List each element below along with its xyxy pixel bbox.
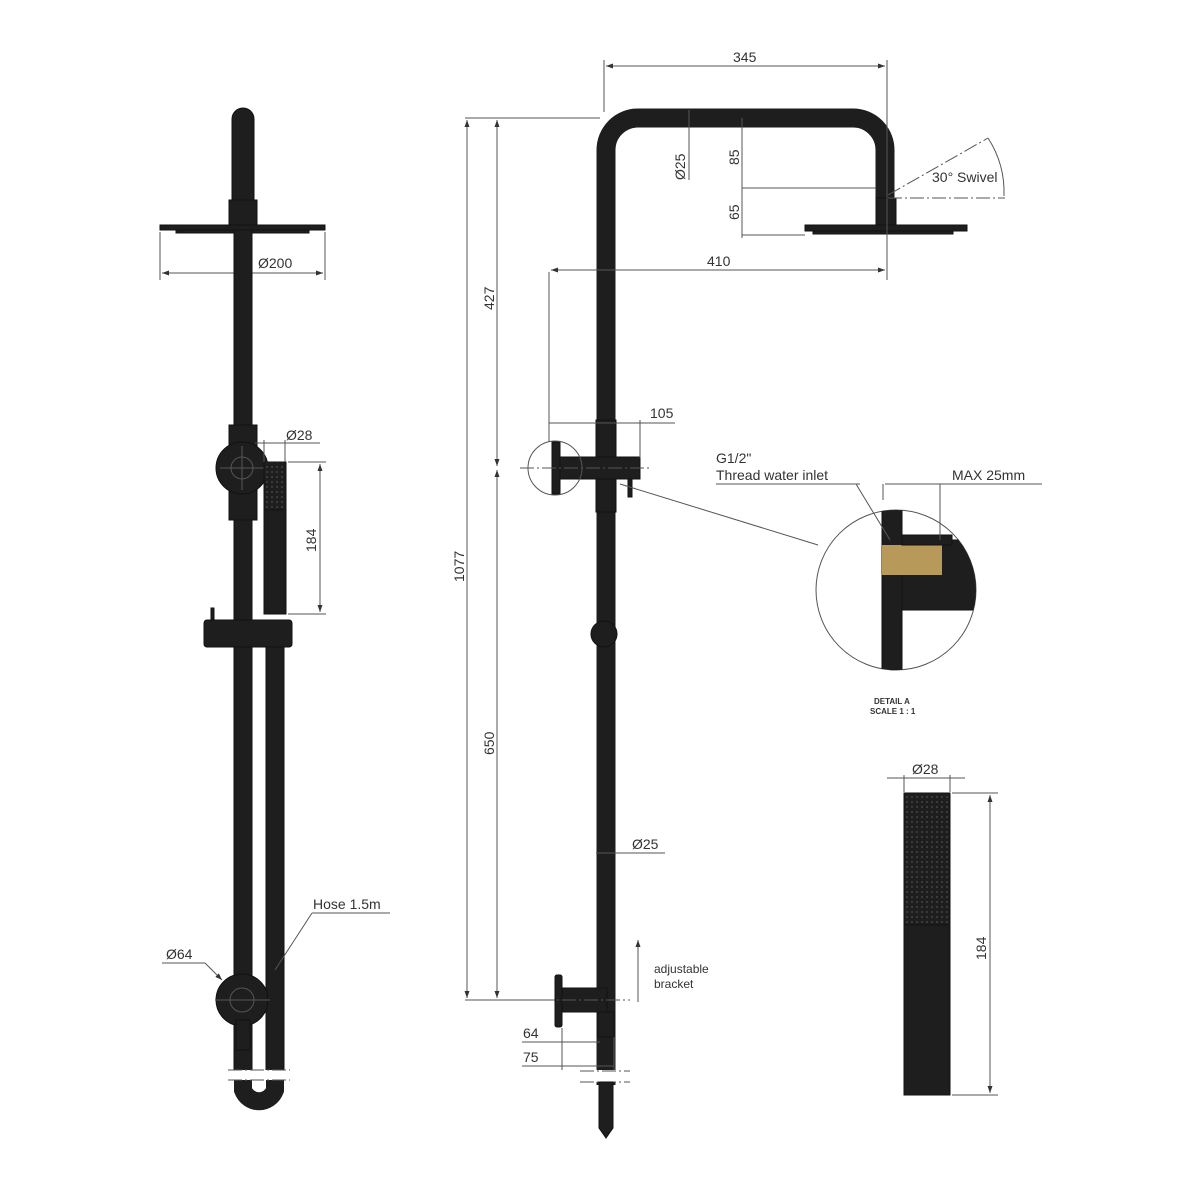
hand-shower-diameter-label: Ø28 bbox=[286, 427, 313, 443]
hose-loop bbox=[234, 1072, 284, 1111]
inlet-projection-dimension: 105 bbox=[549, 405, 675, 458]
arm-diameter-dimension: Ø25 bbox=[672, 110, 690, 180]
shower-arm bbox=[596, 108, 895, 1085]
rain-head-front bbox=[804, 197, 968, 235]
drop-85-label: 85 bbox=[726, 149, 742, 165]
adjustable-label-line2: bracket bbox=[654, 977, 694, 991]
hose-outlet bbox=[598, 1081, 614, 1139]
riser-pipe bbox=[228, 107, 258, 229]
upper-wall-bracket bbox=[215, 424, 269, 521]
bracket-diameter-leader: Ø64 bbox=[162, 946, 223, 981]
head-offset-dimension: 410 bbox=[548, 253, 885, 442]
lower-wall-bracket bbox=[215, 973, 270, 1051]
hand-shower-view: Ø28 184 bbox=[887, 761, 998, 1096]
total-height-label: 1077 bbox=[451, 551, 467, 582]
detail-scale: SCALE 1 : 1 bbox=[870, 707, 916, 716]
hand-shower-diameter-label-2: Ø28 bbox=[912, 761, 939, 777]
rail-joint bbox=[590, 620, 618, 648]
head-offset-label: 410 bbox=[707, 253, 731, 269]
break-gap bbox=[580, 1070, 630, 1082]
water-inlet bbox=[520, 440, 819, 546]
bracket-75-label: 75 bbox=[523, 1049, 539, 1065]
rail-diameter-label: Ø25 bbox=[632, 836, 659, 852]
arm-reach-dimension: 345 bbox=[603, 49, 888, 280]
adjustable-label-line1: adjustable bbox=[654, 962, 709, 976]
hose-leader: Hose 1.5m bbox=[274, 896, 390, 971]
swivel-label: 30° Swivel bbox=[932, 169, 998, 185]
max-thread-label: MAX 25mm bbox=[952, 467, 1025, 483]
rail-diameter-dimension: Ø25 bbox=[596, 836, 665, 854]
drop-65-label: 65 bbox=[726, 204, 742, 220]
left-view: Ø200 Ø28 184 bbox=[159, 107, 390, 1111]
thread-label-line2: Thread water inlet bbox=[716, 467, 828, 483]
drop-dimensions: 85 65 bbox=[726, 118, 876, 238]
hose-label: Hose 1.5m bbox=[313, 896, 381, 912]
thread-label-line1: G1/2" bbox=[716, 450, 751, 466]
swivel-annotation: 30° Swivel bbox=[887, 137, 1005, 199]
bracket-offset-dimensions: 64 75 bbox=[522, 1025, 615, 1070]
hand-shower-length-label-2: 184 bbox=[973, 936, 989, 960]
hose bbox=[265, 646, 285, 1073]
arm-diameter-label: Ø25 bbox=[672, 153, 688, 180]
slide-holder bbox=[203, 607, 293, 648]
hand-shower-diameter-dimension: Ø28 bbox=[255, 427, 320, 462]
head-diameter-label: Ø200 bbox=[258, 255, 292, 271]
center-view: 345 Ø25 85 65 30° Swivel 410 bbox=[451, 49, 1005, 1139]
detail-title: DETAIL A bbox=[874, 697, 910, 706]
lower-height-label: 650 bbox=[481, 731, 497, 755]
bracket-64-label: 64 bbox=[523, 1025, 539, 1041]
bracket-diameter-label: Ø64 bbox=[166, 946, 193, 962]
detail-a: G1/2" Thread water inlet MAX 25mm DETAIL… bbox=[716, 450, 1042, 716]
upper-height-label: 427 bbox=[481, 286, 497, 310]
hand-shower-left bbox=[263, 461, 287, 615]
break-marks bbox=[228, 1069, 290, 1081]
height-dimensions: 427 1077 650 bbox=[451, 117, 600, 1001]
hand-shower-length-dimension: 184 bbox=[288, 461, 326, 615]
arm-reach-label: 345 bbox=[733, 49, 757, 65]
rail-pipe bbox=[233, 229, 253, 1081]
inlet-projection-label: 105 bbox=[650, 405, 674, 421]
adjustable-bracket: adjustable bracket bbox=[540, 940, 709, 1038]
hand-shower-length-label: 184 bbox=[303, 528, 319, 552]
